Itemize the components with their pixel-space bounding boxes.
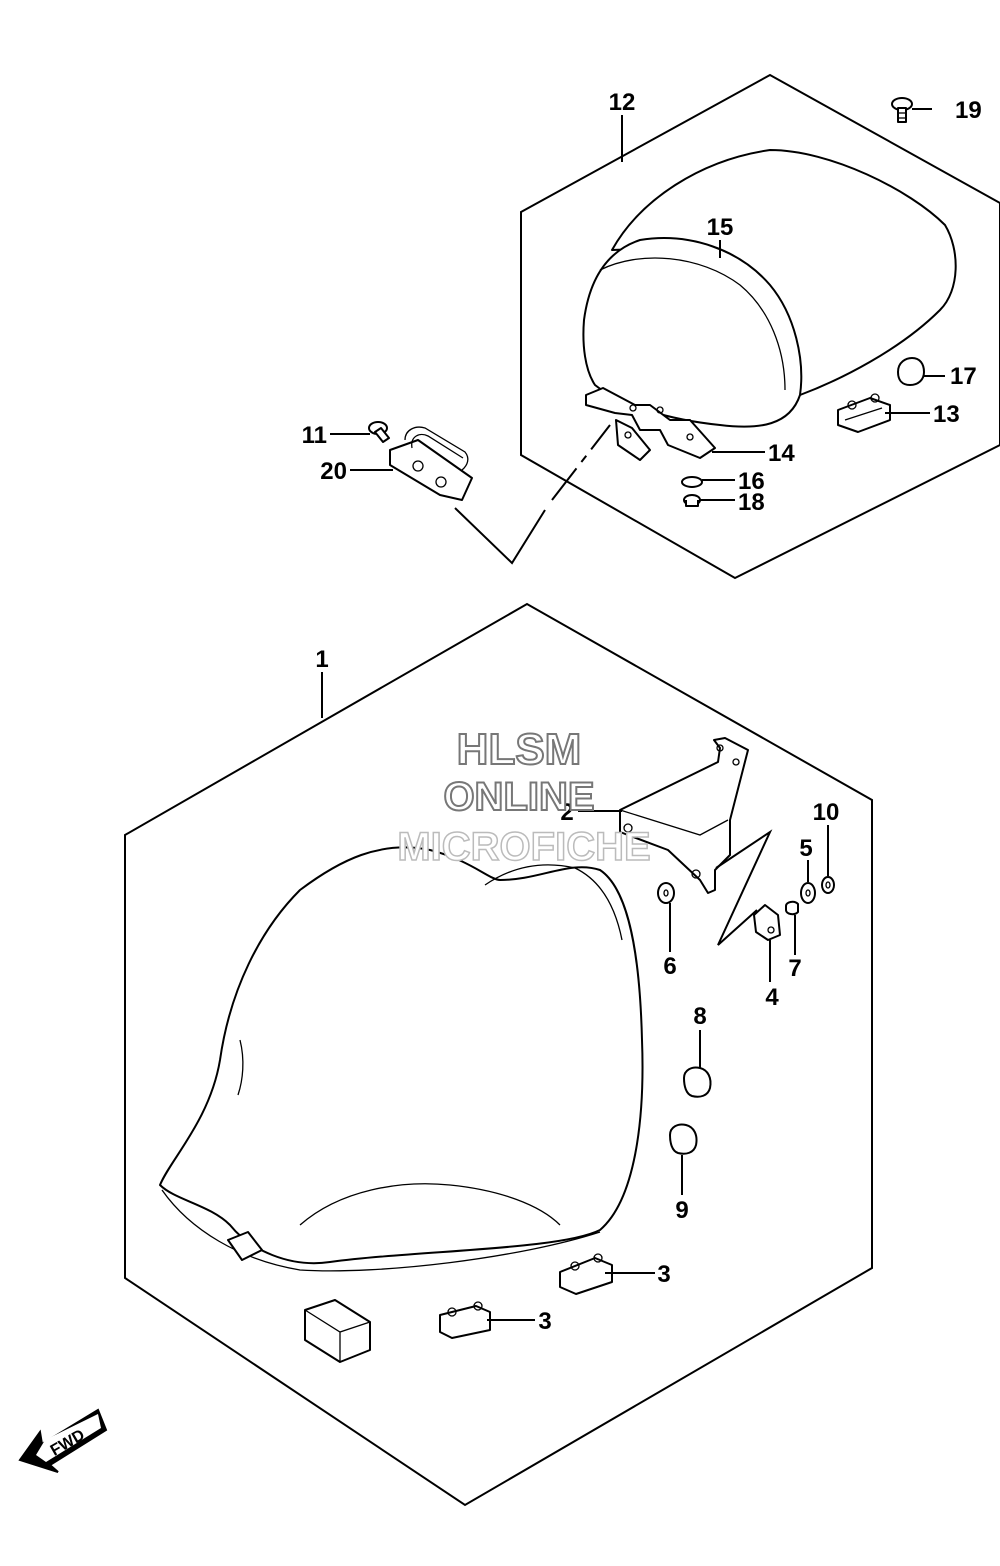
- damper-part-3-upper[interactable]: [559, 1253, 613, 1295]
- callout-15: 15: [707, 214, 734, 241]
- cushion-part-9[interactable]: [669, 1123, 698, 1155]
- bracket-lightning-line: [715, 829, 773, 946]
- rear-bracket-part-14[interactable]: [585, 387, 716, 461]
- lock-part-4[interactable]: [753, 904, 781, 941]
- connector-line: [454, 507, 546, 565]
- rear-seat-group-outline: [520, 73, 1000, 580]
- cushion-part-8[interactable]: [683, 1066, 712, 1098]
- callout-16: 16: [738, 468, 765, 495]
- callout-19: 19: [955, 97, 982, 124]
- box-part[interactable]: [304, 1299, 371, 1363]
- nut-part-18[interactable]: [683, 494, 701, 507]
- callout-8: 8: [693, 1003, 706, 1030]
- front-seat-part-1[interactable]: [159, 846, 644, 1272]
- callout-5: 5: [799, 835, 812, 862]
- rear-seat-part-15[interactable]: [582, 149, 957, 428]
- grab-handle-part-20[interactable]: [389, 426, 473, 501]
- washer-part-5[interactable]: [800, 882, 816, 904]
- callout-6: 6: [663, 953, 676, 980]
- callout-11: 11: [302, 422, 327, 449]
- callout-13: 13: [933, 401, 960, 428]
- cushion-part-17[interactable]: [897, 357, 925, 386]
- callout-3-lower: 3: [538, 1308, 551, 1335]
- callout-17: 17: [950, 363, 977, 390]
- leader-lines: [321, 108, 945, 1321]
- damper-part-13[interactable]: [837, 393, 891, 433]
- callout-14: 14: [768, 440, 795, 467]
- connector-dash: [551, 424, 611, 501]
- watermark-line2: ONLINE: [443, 775, 594, 819]
- watermark: HLSM ONLINE MICROFICHE: [397, 724, 652, 870]
- damper-part-3-lower[interactable]: [439, 1301, 491, 1339]
- fwd-arrow-icon: [18, 1408, 108, 1473]
- callout-1: 1: [315, 646, 328, 673]
- callout-4: 4: [765, 984, 779, 1011]
- front-seat-group-outline: [124, 602, 873, 1507]
- callout-9: 9: [675, 1197, 688, 1224]
- nut-part-10[interactable]: [821, 876, 835, 894]
- spacer-part-7[interactable]: [785, 900, 799, 916]
- callout-20: 20: [320, 458, 347, 485]
- callout-3-upper: 3: [657, 1261, 670, 1288]
- callout-10: 10: [813, 799, 840, 826]
- callout-2: 2: [560, 799, 573, 826]
- callout-labels: 12 19 15 17 13 14 16 18 11 20 1 2 10 5 6…: [302, 89, 982, 1335]
- screw-part-19[interactable]: [891, 97, 913, 123]
- washer-part-6[interactable]: [657, 882, 675, 904]
- callout-7: 7: [788, 955, 801, 982]
- watermark-line3: MICROFICHE: [397, 825, 650, 869]
- watermark-line1: HLSM: [457, 725, 582, 774]
- bolt-part-11[interactable]: [368, 421, 390, 443]
- washer-part-16[interactable]: [681, 476, 703, 488]
- seat-bracket-part-2[interactable]: [619, 737, 749, 894]
- callout-18: 18: [738, 489, 765, 516]
- callout-12: 12: [609, 89, 636, 116]
